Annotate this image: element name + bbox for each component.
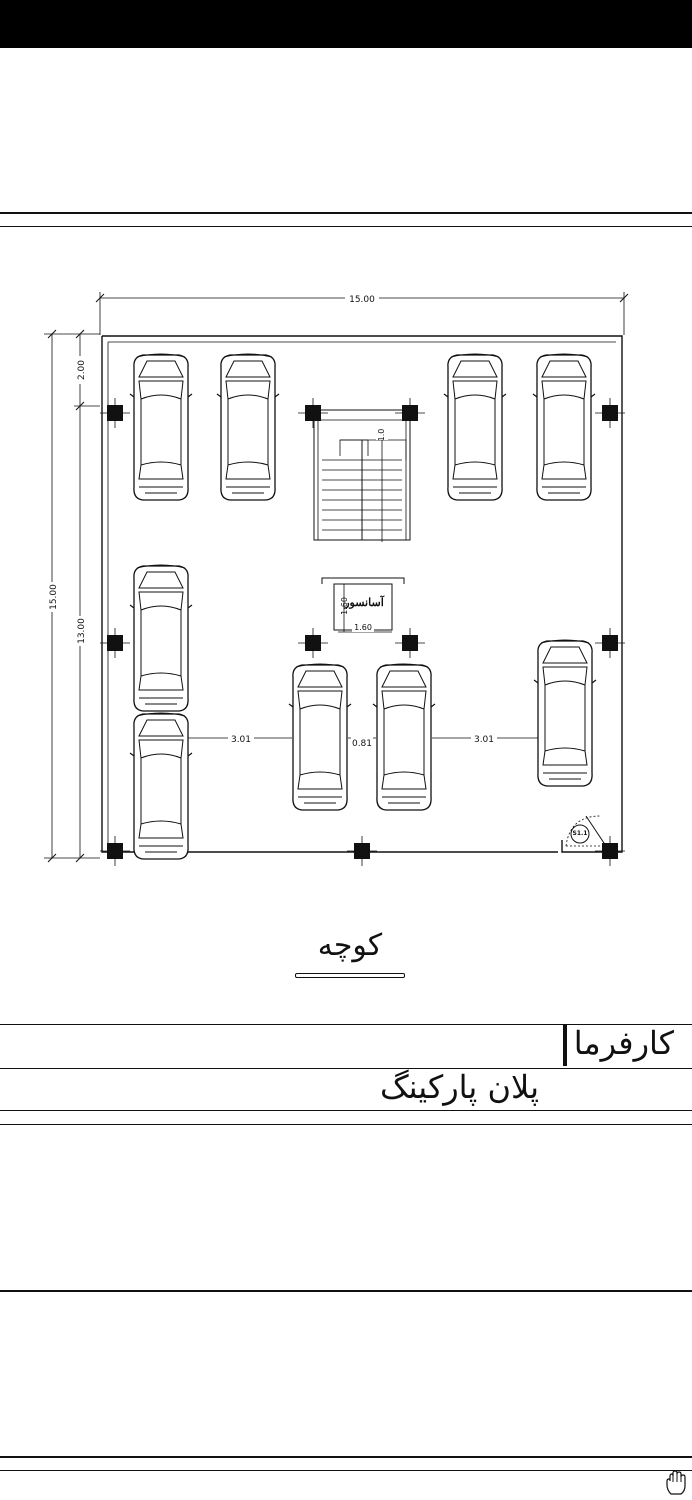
gate-swing: S1.1 bbox=[565, 815, 607, 847]
divider-line bbox=[0, 226, 692, 227]
dim-elev-w: 1.60 bbox=[354, 623, 372, 632]
car bbox=[532, 353, 596, 501]
divider-line bbox=[0, 1456, 692, 1458]
client-separator bbox=[563, 1024, 567, 1066]
car bbox=[216, 353, 280, 501]
car bbox=[533, 639, 597, 787]
divider-line bbox=[0, 1124, 692, 1125]
elevator: آسانسور 1.60 1.60 bbox=[321, 577, 405, 633]
car bbox=[288, 663, 352, 811]
car bbox=[443, 353, 507, 501]
car bbox=[129, 712, 193, 860]
dim-stair: 1.0 bbox=[377, 429, 386, 442]
car bbox=[372, 663, 436, 811]
divider-line bbox=[0, 1110, 692, 1111]
dim-gap-right: 3.01 bbox=[474, 735, 494, 745]
divider-line bbox=[0, 212, 692, 214]
client-label: کارفرما bbox=[573, 1024, 674, 1062]
dim-left-outer: 15.00 bbox=[49, 584, 59, 610]
door-tag: S1.1 bbox=[573, 830, 588, 837]
dim-left-top: 2.00 bbox=[77, 360, 87, 380]
car bbox=[129, 564, 193, 712]
divider-line bbox=[0, 1024, 692, 1025]
street-label: کوچه bbox=[317, 928, 383, 963]
top-bar bbox=[0, 0, 692, 48]
elevator-label: آسانسور bbox=[343, 595, 384, 609]
dim-gap-left: 3.01 bbox=[231, 735, 251, 745]
dim-gap-mid: 0.81 bbox=[352, 739, 372, 749]
sheet-title: پلان پارکینگ bbox=[380, 1068, 539, 1106]
car bbox=[129, 353, 193, 501]
top-dimension: 15.00 bbox=[95, 291, 629, 335]
gap-dimensions: 3.01 0.81 3.01 bbox=[188, 732, 538, 749]
dim-elev-h: 1.60 bbox=[340, 597, 349, 615]
street-underline bbox=[295, 973, 405, 978]
building-outline bbox=[101, 335, 623, 853]
parking-floor-plan: 15.00 15.00 13.00 2.00 S1.1 1.0 bbox=[44, 291, 629, 867]
divider-line bbox=[0, 1290, 692, 1292]
divider-line bbox=[0, 1068, 692, 1069]
hand-cursor-icon[interactable] bbox=[664, 1470, 688, 1496]
dim-top-width: 15.00 bbox=[349, 295, 375, 305]
divider-line bbox=[0, 1470, 692, 1471]
left-dimensions: 15.00 13.00 2.00 bbox=[44, 329, 100, 863]
staircase: 1.0 bbox=[313, 409, 411, 542]
dim-left-inner: 13.00 bbox=[77, 618, 87, 644]
